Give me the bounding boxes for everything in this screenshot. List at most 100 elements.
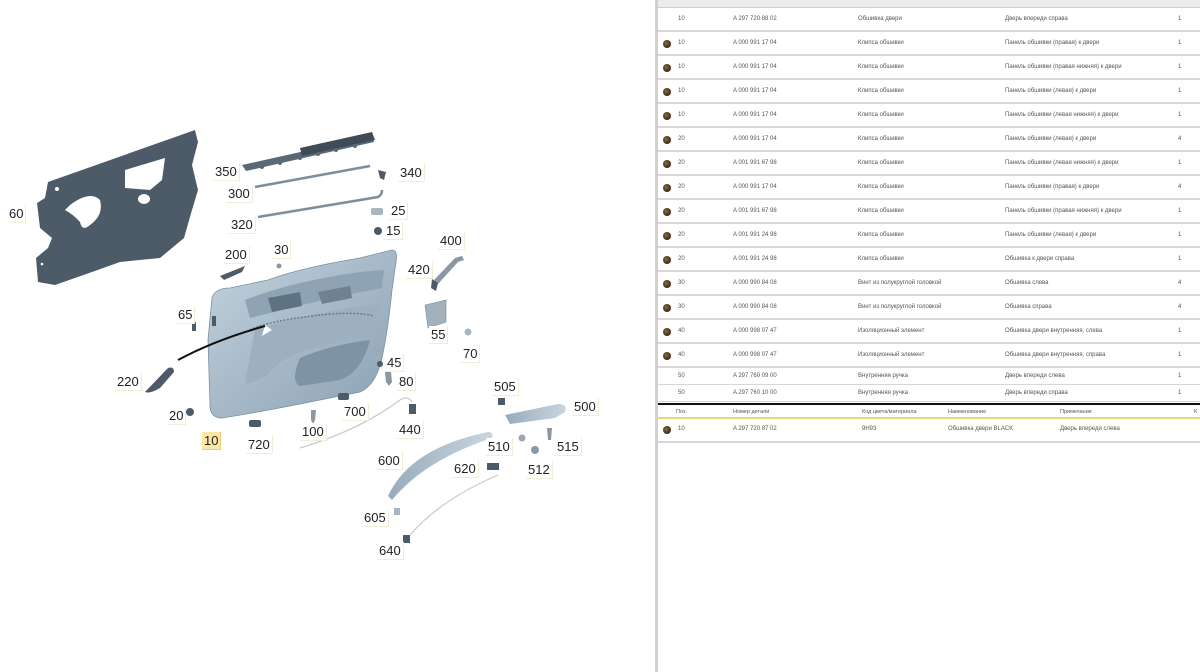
- part-720-clip[interactable]: [249, 420, 261, 427]
- callout-640[interactable]: 640: [377, 542, 404, 560]
- callout-500[interactable]: 500: [572, 398, 599, 416]
- callout-70[interactable]: 70: [461, 345, 481, 363]
- info-icon[interactable]: [663, 112, 671, 120]
- part-300-seal-strip[interactable]: [254, 164, 371, 189]
- info-icon[interactable]: [663, 280, 671, 288]
- part-510-clip[interactable]: [518, 434, 526, 442]
- callout-220[interactable]: 220: [115, 373, 142, 391]
- callout-20[interactable]: 20: [167, 407, 187, 425]
- callout-300[interactable]: 300: [226, 185, 253, 203]
- callout-80[interactable]: 80: [397, 373, 417, 391]
- part-45-plug[interactable]: [377, 361, 383, 367]
- callout-350[interactable]: 350: [213, 163, 240, 181]
- callout-55[interactable]: 55: [429, 326, 449, 344]
- callout-30[interactable]: 30: [272, 241, 292, 259]
- callout-100[interactable]: 100: [300, 423, 327, 441]
- part-500-grab-trim[interactable]: [505, 404, 566, 424]
- part-620-switch[interactable]: [487, 463, 499, 470]
- part-600-armrest-trim[interactable]: [388, 432, 493, 500]
- part-505-clip[interactable]: [498, 398, 505, 405]
- info-icon[interactable]: [663, 88, 671, 96]
- info-icon[interactable]: [663, 232, 671, 240]
- info-icon[interactable]: [663, 136, 671, 144]
- callout-60[interactable]: 60: [7, 205, 27, 223]
- callout-340[interactable]: 340: [398, 164, 425, 182]
- info-icon[interactable]: [663, 208, 671, 216]
- callout-45[interactable]: 45: [385, 354, 405, 372]
- callout-620[interactable]: 620: [452, 460, 479, 478]
- part-640-cable[interactable]: [409, 474, 499, 536]
- part-340-clip[interactable]: [378, 170, 386, 180]
- part-30-screw[interactable]: [276, 263, 282, 269]
- detail-row[interactable]: 10 A 297 720 87 02 9H93 Обшивка двери BL…: [658, 419, 1200, 443]
- info-icon[interactable]: [663, 64, 671, 72]
- callout-605[interactable]: 605: [362, 509, 389, 527]
- part-200-bracket[interactable]: [220, 266, 245, 280]
- callout-420[interactable]: 420: [406, 261, 433, 279]
- part-605-clip[interactable]: [394, 508, 400, 515]
- part-15-plug[interactable]: [374, 227, 382, 235]
- info-icon[interactable]: [663, 40, 671, 48]
- part-420-lock[interactable]: [431, 279, 438, 291]
- info-icon[interactable]: [663, 256, 671, 264]
- callout-15[interactable]: 15: [384, 222, 404, 240]
- part-320-seal-strip[interactable]: [257, 189, 384, 219]
- callout-600[interactable]: 600: [376, 452, 403, 470]
- info-icon[interactable]: [663, 328, 671, 336]
- info-icon[interactable]: [663, 426, 671, 434]
- pane-splitter[interactable]: [655, 0, 658, 672]
- callout-320[interactable]: 320: [229, 216, 256, 234]
- part-512-nut[interactable]: [531, 446, 539, 454]
- part-10-door-trim-panel[interactable]: [207, 249, 397, 419]
- part-65-clip[interactable]: [192, 322, 196, 331]
- part-700-clip[interactable]: [338, 393, 349, 400]
- part-80-screw[interactable]: [385, 372, 392, 386]
- callout-200[interactable]: 200: [223, 246, 250, 264]
- part-55-handle-mechanism[interactable]: [424, 299, 447, 329]
- info-icon[interactable]: [663, 160, 671, 168]
- part-100-screw[interactable]: [311, 410, 316, 424]
- part-25-clip[interactable]: [371, 208, 383, 215]
- info-icon[interactable]: [663, 304, 671, 312]
- part-640-connector[interactable]: [403, 535, 410, 543]
- callout-510[interactable]: 510: [486, 438, 513, 456]
- callout-700[interactable]: 700: [342, 403, 369, 421]
- callout-440[interactable]: 440: [397, 421, 424, 439]
- part-440-cable[interactable]: [299, 397, 413, 449]
- info-icon[interactable]: [663, 352, 671, 360]
- part-350-beltline-strip[interactable]: [242, 132, 375, 171]
- part-400-rod[interactable]: [434, 256, 464, 284]
- callout-65[interactable]: 65: [176, 306, 196, 324]
- part-70-cap[interactable]: [464, 328, 472, 336]
- part-440-connector[interactable]: [409, 404, 416, 414]
- callout-505[interactable]: 505: [492, 378, 519, 396]
- part-20-plug[interactable]: [186, 408, 194, 416]
- exploded-parts-diagram[interactable]: 60 350 300 320 340 25 15 200 30 400 420 …: [0, 0, 656, 672]
- callout-25[interactable]: 25: [389, 202, 409, 220]
- callout-515[interactable]: 515: [555, 438, 582, 456]
- callout-10[interactable]: 10: [202, 432, 222, 450]
- callout-512[interactable]: 512: [526, 461, 553, 479]
- info-icon[interactable]: [663, 184, 671, 192]
- part-220-cover[interactable]: [145, 367, 174, 393]
- part-515-screw[interactable]: [547, 428, 552, 440]
- callout-400[interactable]: 400: [438, 232, 465, 250]
- callout-720[interactable]: 720: [246, 436, 273, 454]
